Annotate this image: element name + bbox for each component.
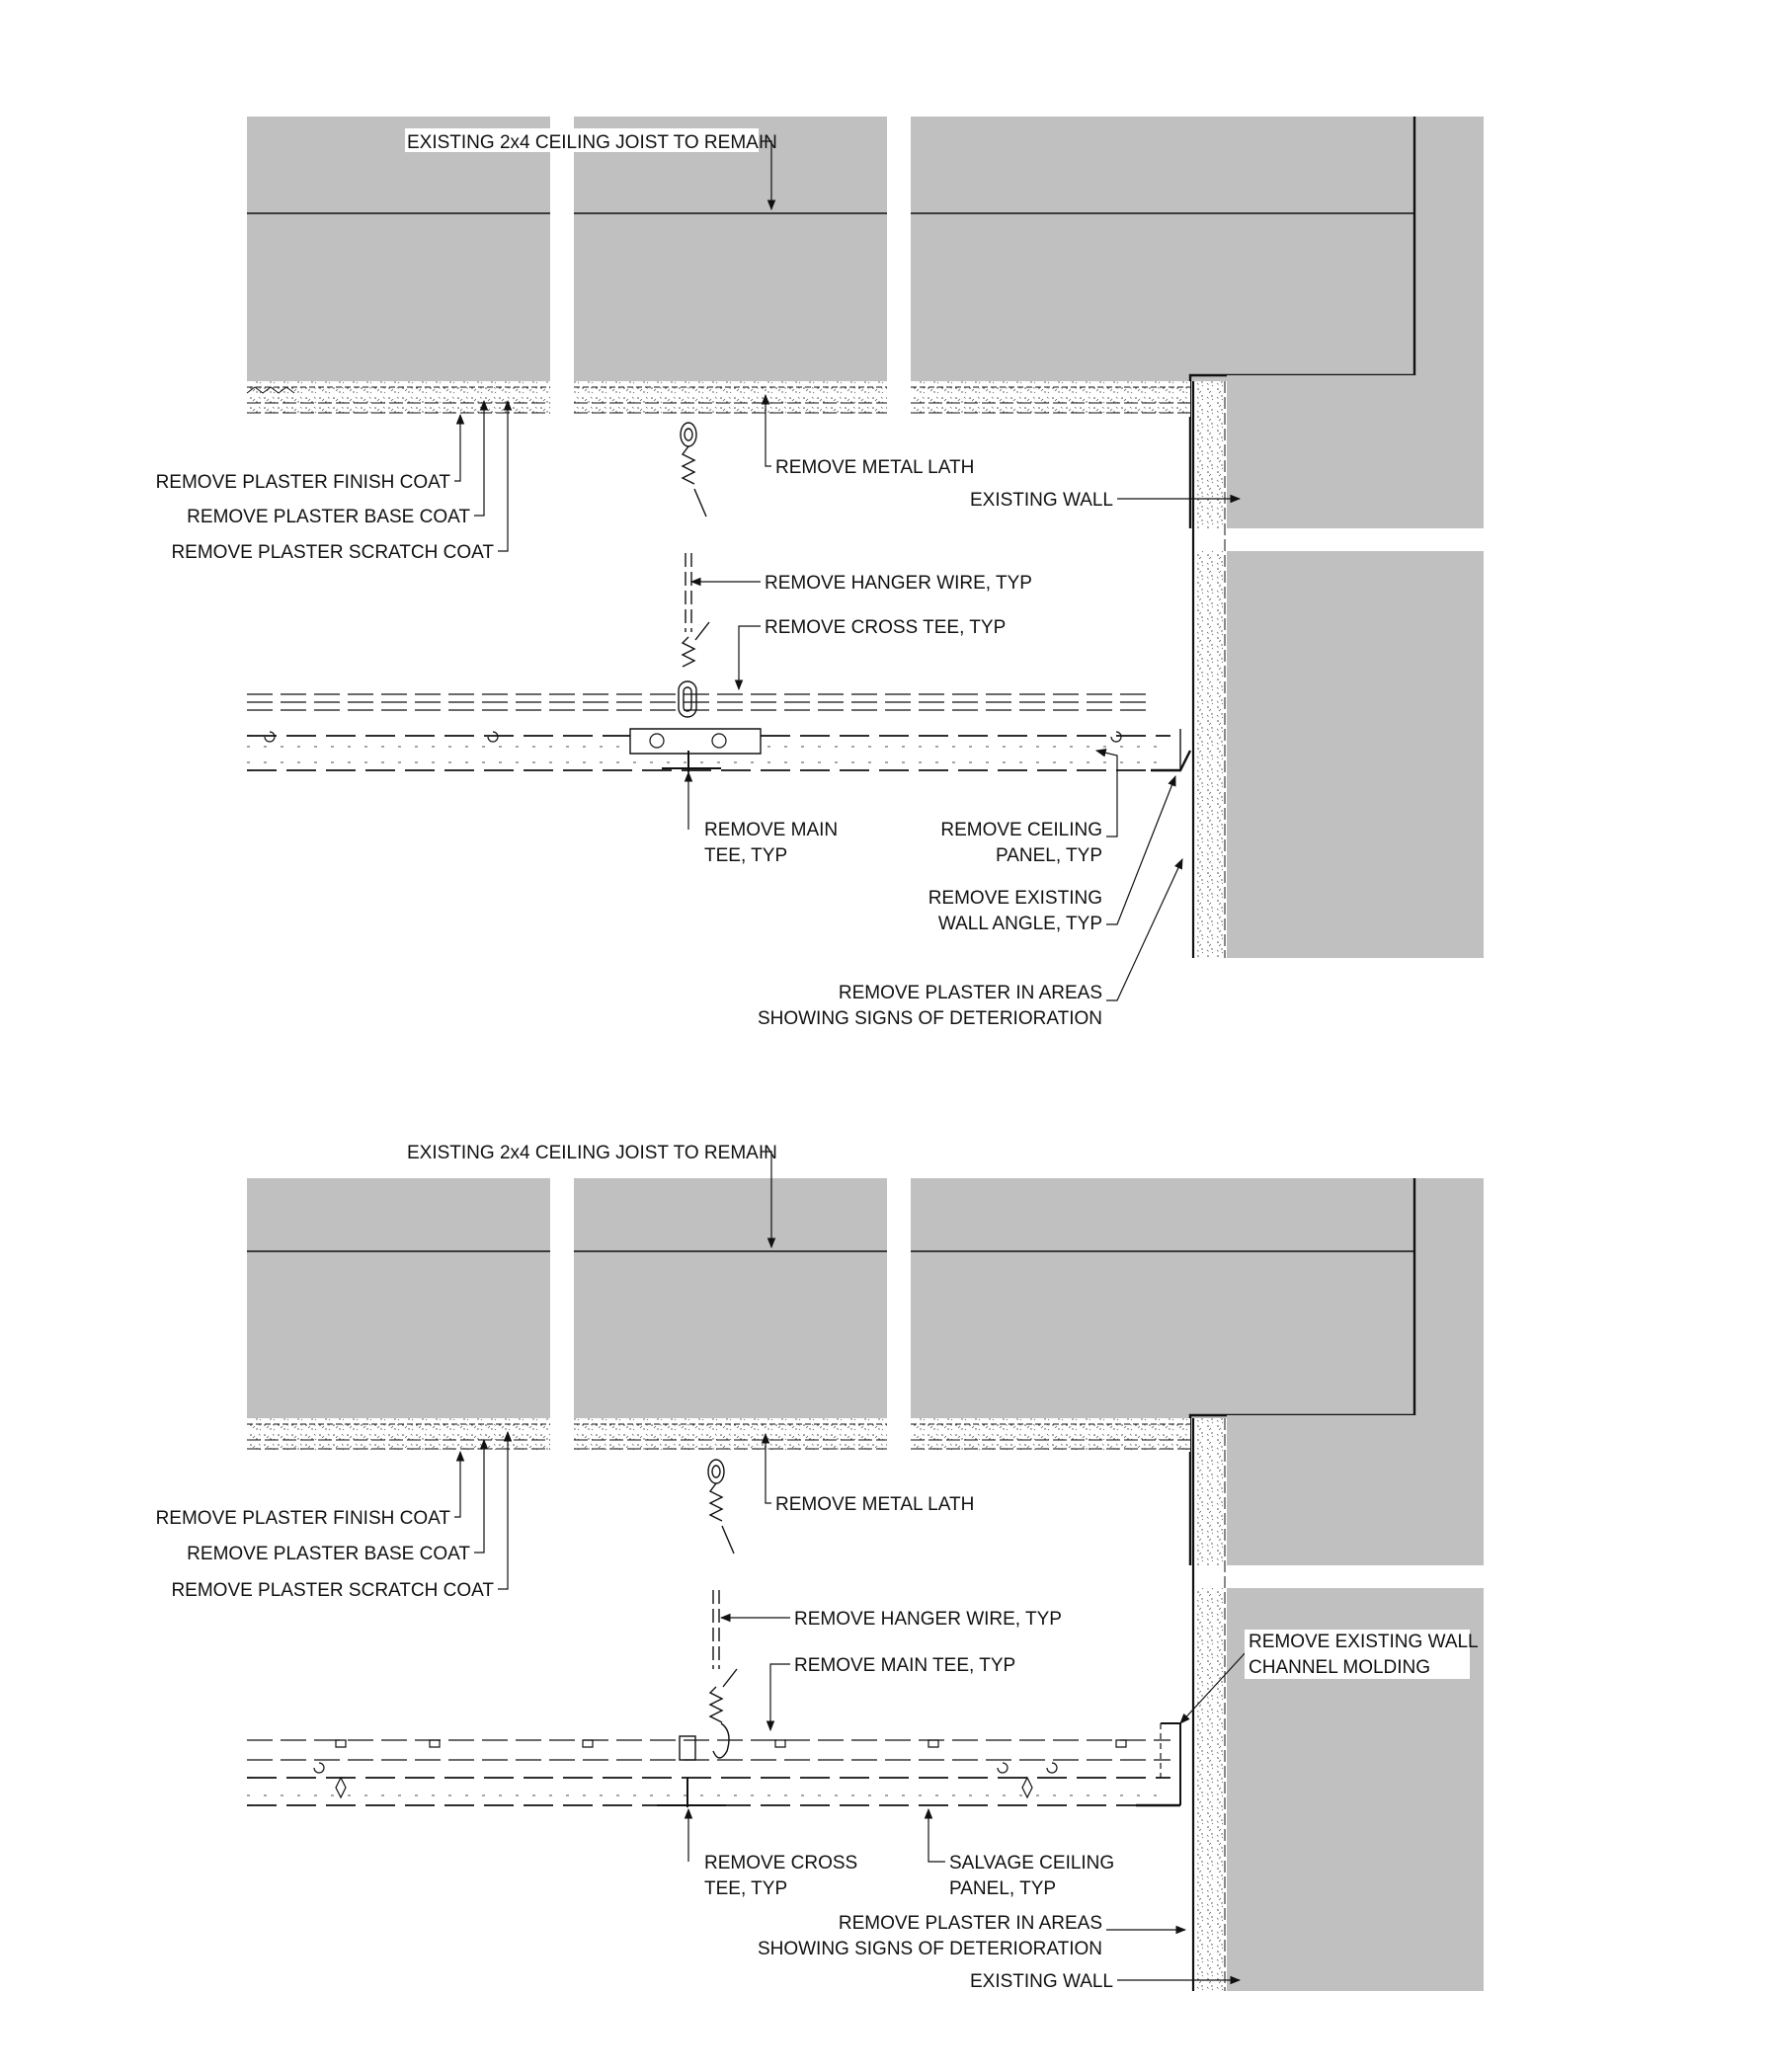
labels-bottom: EXISTING 2x4 CEILING JOIST TO REMAIN REM… — [156, 1139, 1479, 1992]
hanger-wire-label: REMOVE HANGER WIRE, TYP — [765, 573, 1032, 594]
wall-mass-lower — [1227, 551, 1484, 958]
joist-block-middle — [574, 1178, 887, 1418]
wall-angle-label-1: REMOVE EXISTING — [928, 888, 1102, 909]
leaders-bottom — [454, 1151, 1248, 1985]
finish-coat-label: REMOVE PLASTER FINISH COAT — [156, 472, 451, 493]
leaders-top — [454, 140, 1242, 1001]
joist-blocks — [247, 117, 1484, 381]
hanger-wire — [679, 1459, 738, 1761]
plaster-areas-label-2: SHOWING SIGNS OF DETERIORATION — [758, 1939, 1102, 1959]
wall-plaster-band — [1191, 1418, 1226, 1991]
base-coat-label: REMOVE PLASTER BASE COAT — [187, 507, 470, 527]
plaster-ceiling-band — [247, 1418, 1190, 1452]
plaster-areas-label-1: REMOVE PLASTER IN AREAS — [839, 983, 1102, 1003]
scratch-coat-label: REMOVE PLASTER SCRATCH COAT — [171, 1580, 494, 1601]
ceiling-grid — [247, 1722, 1181, 1807]
joist-block-middle — [574, 117, 887, 381]
ceiling-grid — [247, 693, 1192, 772]
joist-block-left — [247, 1178, 550, 1418]
scratch-coat-label: REMOVE PLASTER SCRATCH COAT — [171, 542, 494, 563]
plaster-areas-label-1: REMOVE PLASTER IN AREAS — [839, 1913, 1102, 1934]
wall-mass-upper — [1227, 375, 1484, 528]
base-coat-label: REMOVE PLASTER BASE COAT — [187, 1544, 470, 1564]
hanger-wire — [678, 422, 710, 718]
main-tee-label-2: TEE, TYP — [704, 845, 787, 866]
detail-top: EXISTING 2x4 CEILING JOIST TO REMAIN REM… — [156, 117, 1484, 1029]
joist-label: EXISTING 2x4 CEILING JOIST TO REMAIN — [407, 1143, 777, 1163]
joist-block-right — [911, 1178, 1484, 1418]
channel-molding-label-2: CHANNEL MOLDING — [1249, 1657, 1430, 1678]
channel-molding-label-1: REMOVE EXISTING WALL — [1249, 1632, 1479, 1652]
detail-bottom: EXISTING 2x4 CEILING JOIST TO REMAIN REM… — [156, 1139, 1484, 1992]
ceiling-panel-label-1: REMOVE CEILING — [940, 820, 1102, 840]
main-tee-label: REMOVE MAIN TEE, TYP — [794, 1655, 1015, 1676]
labels-top: EXISTING 2x4 CEILING JOIST TO REMAIN REM… — [156, 128, 1113, 1029]
joist-block-right — [911, 117, 1484, 381]
salvage-panel-label-1: SALVAGE CEILING — [949, 1853, 1114, 1873]
wall-plaster-band — [1191, 381, 1226, 958]
existing-wall-label: EXISTING WALL — [970, 1971, 1113, 1992]
plaster-areas-label-2: SHOWING SIGNS OF DETERIORATION — [758, 1008, 1102, 1029]
wall-angle-label-2: WALL ANGLE, TYP — [938, 914, 1102, 934]
cross-tee-label: REMOVE CROSS TEE, TYP — [765, 617, 1006, 638]
joist-blocks — [247, 1178, 1484, 1418]
main-tee-label-1: REMOVE MAIN — [704, 820, 838, 840]
hanger-wire-label: REMOVE HANGER WIRE, TYP — [794, 1609, 1062, 1630]
cross-tee-label-1: REMOVE CROSS — [704, 1853, 857, 1873]
joist-label: EXISTING 2x4 CEILING JOIST TO REMAIN — [407, 132, 777, 153]
wall-mass-upper — [1227, 1415, 1484, 1565]
joist-block-left — [247, 117, 550, 381]
plaster-ceiling-band — [246, 381, 1190, 417]
metal-lath-label: REMOVE METAL LATH — [775, 1494, 974, 1515]
finish-coat-label: REMOVE PLASTER FINISH COAT — [156, 1508, 451, 1529]
cross-tee-label-2: TEE, TYP — [704, 1878, 787, 1899]
salvage-panel-label-2: PANEL, TYP — [949, 1878, 1056, 1899]
existing-wall-label: EXISTING WALL — [970, 490, 1113, 511]
metal-lath-label: REMOVE METAL LATH — [775, 457, 974, 478]
ceiling-panel-label-2: PANEL, TYP — [996, 845, 1102, 866]
